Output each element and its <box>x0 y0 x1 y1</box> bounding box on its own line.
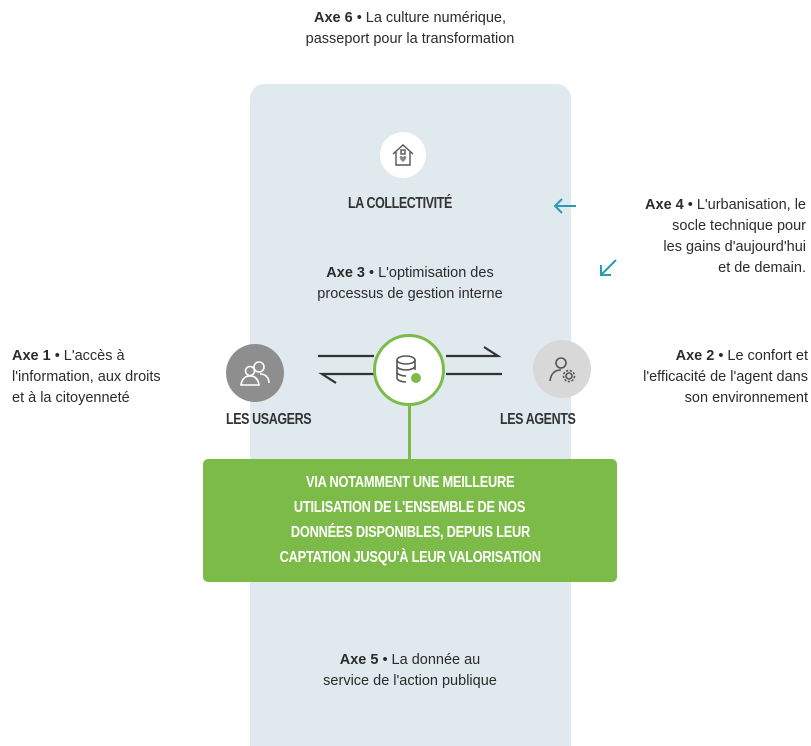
axe6-line1: La culture numérique, <box>365 10 507 26</box>
collectivite-title: LA COLLECTIVITÉ <box>348 195 452 212</box>
axe3-separator: • <box>369 265 375 281</box>
axe2-label: Axe 2 <box>675 348 715 364</box>
axe2-separator: • <box>718 348 724 364</box>
connector-line <box>408 400 411 460</box>
axe1-line1: L'accès à <box>63 348 125 364</box>
axe2-line3: son environnement <box>684 390 808 406</box>
banner-line2: UTILISATION DE L'ENSEMBLE DE NOS <box>294 499 526 516</box>
axe4-text: Axe 4•L'urbanisation, le socle technique… <box>580 195 806 279</box>
usagers-title: LES USAGERS <box>226 411 312 428</box>
axe4-line3: les gains d'aujourd'hui <box>663 239 806 255</box>
axe5-line2: service de l'action publique <box>323 673 497 689</box>
banner-line1: VIA NOTAMMENT UNE MEILLEURE <box>305 474 515 491</box>
axe5-text: Axe 5•La donnée au service de l'action p… <box>260 650 560 692</box>
exchange-arrows <box>318 346 502 384</box>
axe3-line1: L'optimisation des <box>378 265 494 281</box>
axe5-line1: La donnée au <box>391 652 481 668</box>
house-heart-icon <box>380 132 426 178</box>
axe2-text: Axe 2•Le confort et l'efficacité de l'ag… <box>590 346 808 409</box>
axe6-separator: • <box>356 10 362 26</box>
axe3-label: Axe 3 <box>326 265 365 281</box>
axe2-line1: Le confort et <box>727 348 808 364</box>
axe6-text: Axe 6•La culture numérique, passeport po… <box>230 8 590 50</box>
axe4-line2: socle technique pour <box>672 218 806 234</box>
axe1-text: Axe 1•L'accès à l'information, aux droit… <box>12 346 222 409</box>
axe1-line2: l'information, aux droits <box>12 369 161 385</box>
axe5-separator: • <box>382 652 388 668</box>
axe1-label: Axe 1 <box>12 348 51 364</box>
axe3-line2: processus de gestion interne <box>317 286 503 302</box>
agent-gear-icon <box>533 340 591 398</box>
axe4-label: Axe 4 <box>645 197 684 213</box>
users-icon <box>226 344 284 402</box>
axe6-label: Axe 6 <box>313 10 353 26</box>
data-banner: VIA NOTAMMENT UNE MEILLEURE UTILISATION … <box>203 459 617 582</box>
axe6-line2: passeport pour la transformation <box>305 31 515 47</box>
banner-line3: DONNÉES DISPONIBLES, DEPUIS LEUR <box>290 524 530 541</box>
arrow-left-icon <box>553 198 576 214</box>
agents-title: LES AGENTS <box>500 411 576 428</box>
axe5-label: Axe 5 <box>339 652 379 668</box>
arrow-down-left-icon <box>600 259 617 276</box>
axe4-line4: et de demain. <box>718 260 806 276</box>
axe2-line2: l'efficacité de l'agent dans <box>643 369 808 385</box>
axe4-separator: • <box>687 197 693 213</box>
axe4-line1: L'urbanisation, le <box>696 197 806 213</box>
axe1-separator: • <box>54 348 60 364</box>
database-icon <box>373 334 445 406</box>
axe1-line3: et à la citoyenneté <box>12 390 130 406</box>
axe3-text: Axe 3•L'optimisation des processus de ge… <box>260 263 560 305</box>
banner-line4: CAPTATION JUSQU'À LEUR VALORISATION <box>279 549 541 566</box>
